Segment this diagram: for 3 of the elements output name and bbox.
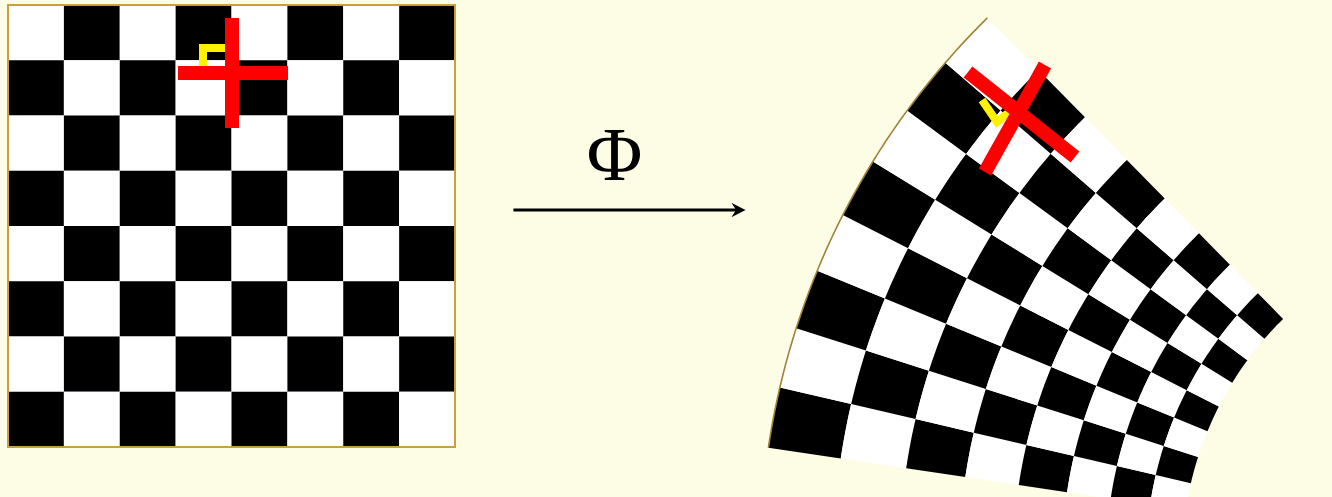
warped-checkerboard-drawing <box>767 17 1284 497</box>
checkerboard-drawing <box>7 4 456 448</box>
edge-label: Φ <box>589 130 640 180</box>
